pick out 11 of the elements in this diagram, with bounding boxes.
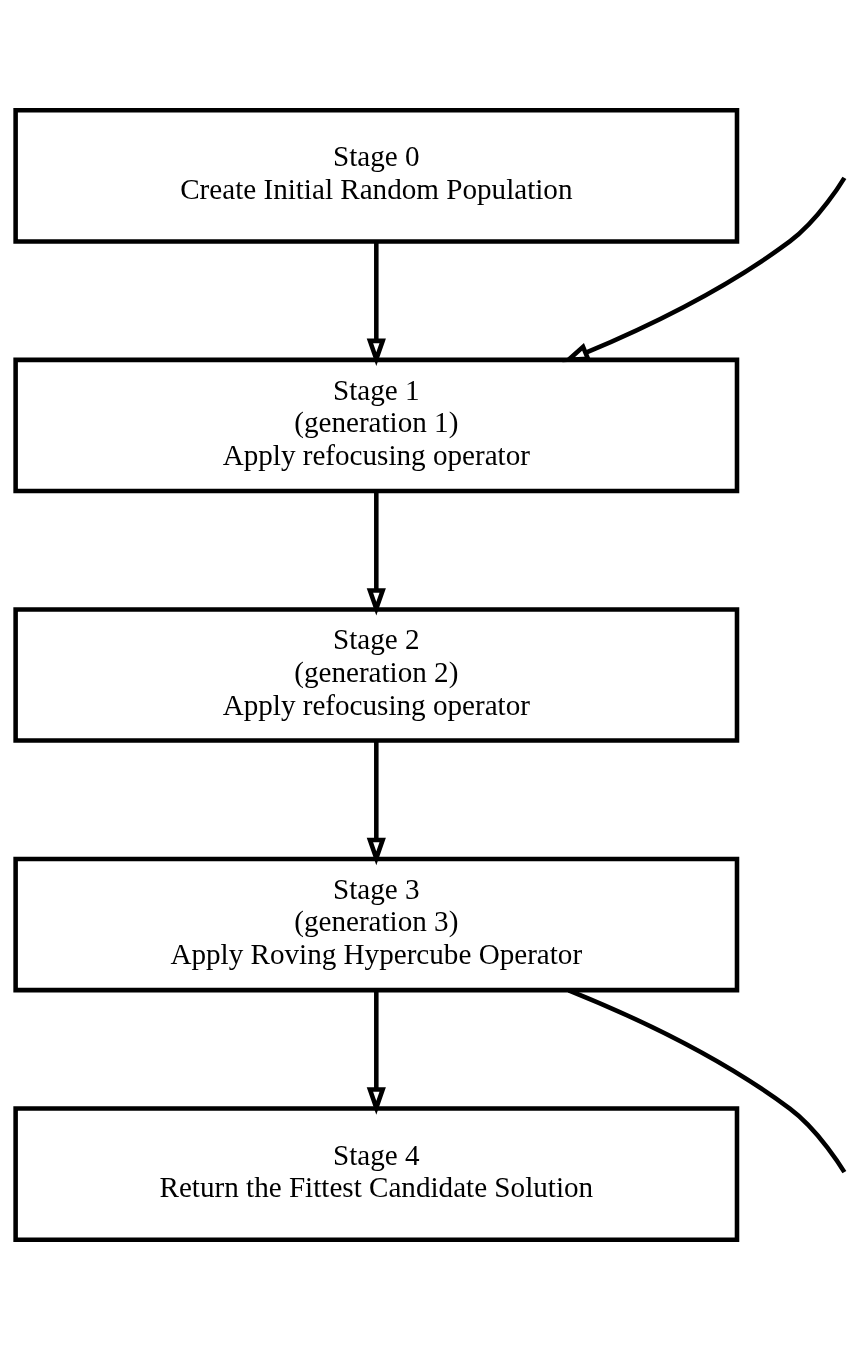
node-box: Stage 0 Create Initial Random Population xyxy=(13,108,740,244)
connector xyxy=(567,988,847,1174)
arrow xyxy=(366,491,386,616)
arrow xyxy=(366,740,386,866)
arrow xyxy=(366,990,386,1115)
node-box: Stage 3 (generation 3) Apply Roving Hypercube Operator xyxy=(13,856,740,993)
arrow xyxy=(562,176,847,363)
node-box: Stage 2 (generation 2) Apply refocusing operator xyxy=(13,607,740,743)
node-box: Stage 4 Return the Fittest Candidate Solution xyxy=(13,1106,740,1242)
node-box: Stage 1 (generation 1) Apply refocusing operator xyxy=(13,357,740,494)
arrow xyxy=(366,241,386,366)
